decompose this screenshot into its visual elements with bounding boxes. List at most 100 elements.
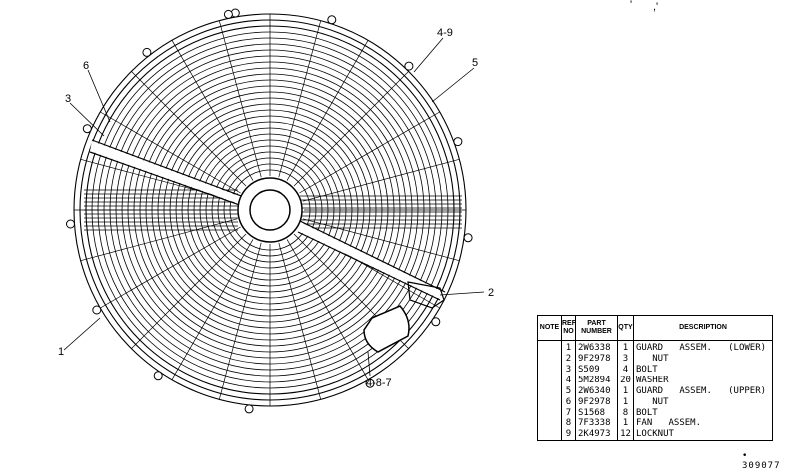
mounting-tab <box>82 124 92 134</box>
guard-spoke <box>299 111 440 194</box>
bracket-bolt-cluster <box>407 281 445 309</box>
cell-description: BOLT <box>633 364 773 376</box>
guard-spoke <box>286 239 369 380</box>
callout-4-8-7: 4-8-7 <box>366 377 392 389</box>
cell-part-number: 2W6338 <box>575 343 618 355</box>
mounting-tab <box>142 47 152 57</box>
cell-part-number: 9F2978 <box>575 396 618 408</box>
cell-note <box>537 429 562 441</box>
cell-note <box>537 354 562 365</box>
mounting-tab <box>431 317 441 327</box>
header-part-number: PART NUMBER <box>575 315 618 341</box>
cell-qty: 4 <box>617 364 634 376</box>
cell-ref-no: 2 <box>561 354 576 365</box>
cell-qty: 1 <box>617 418 634 430</box>
mounting-tabs <box>66 8 473 414</box>
hub-opening <box>249 189 291 231</box>
cell-description: GUARD ASSEM. (UPPER) <box>633 386 773 397</box>
cell-qty: 1 <box>617 386 634 397</box>
drawing-number: • 309077 <box>742 451 781 471</box>
cell-ref-no: 3 <box>561 364 576 376</box>
cell-ref-no: 5 <box>561 386 576 397</box>
guard-spokes <box>74 14 466 406</box>
cell-description: FAN ASSEM. <box>633 418 773 430</box>
mounting-tab <box>153 371 163 381</box>
guard-split-bar-fill <box>90 141 445 299</box>
mounting-tab <box>327 15 337 25</box>
guard-spoke <box>278 242 322 400</box>
cell-ref-no: 9 <box>561 429 576 441</box>
mounting-tab <box>404 61 414 71</box>
leader-lines <box>63 37 485 377</box>
guard-spoke <box>131 71 247 187</box>
cell-ref-no: 4 <box>561 375 576 387</box>
cell-qty: 3 <box>617 354 634 365</box>
cell-qty: 1 <box>617 396 634 408</box>
cell-part-number: 9F2978 <box>575 354 618 365</box>
cell-qty: 12 <box>617 429 634 441</box>
table-spacer-row <box>537 340 773 344</box>
guard-spoke <box>171 239 254 380</box>
cell-ref-no: 7 <box>561 407 576 419</box>
guard-spoke <box>293 71 409 187</box>
cell-description: GUARD ASSEM. (LOWER) <box>633 343 773 355</box>
guard-spoke <box>100 226 241 309</box>
lower-guard-grille <box>84 189 462 231</box>
top-mark-left: ' <box>630 0 633 11</box>
cell-ref-no: 8 <box>561 418 576 430</box>
mounting-tab <box>453 137 463 147</box>
header-note: NOTE <box>537 315 562 341</box>
cell-description: LOCKNUT <box>633 429 773 441</box>
callout-4-9: 4-9 <box>437 27 453 39</box>
parts-list-table: NOTE REF NO PART NUMBER QTY DESCRIPTION … <box>537 315 773 441</box>
callout-1: 1 <box>58 346 64 358</box>
cell-part-number: 2W6340 <box>575 386 618 397</box>
guard-spoke <box>218 20 262 178</box>
guard-spoke <box>302 158 460 202</box>
cell-part-number: S509 <box>575 364 618 376</box>
cell-part-number: 2K4973 <box>575 429 618 441</box>
cell-note <box>537 418 562 430</box>
mounting-tab <box>66 219 75 229</box>
guard-spoke <box>278 20 322 178</box>
cell-description: NUT <box>633 396 773 408</box>
mounting-tab <box>244 404 254 414</box>
mounting-tab <box>463 233 473 243</box>
header-description: DESCRIPTION <box>633 315 773 341</box>
callout-6: 6 <box>83 60 89 72</box>
top-mark-right: ,' <box>653 1 659 13</box>
cell-description: NUT <box>633 354 773 365</box>
cell-qty: 1 <box>617 343 634 355</box>
callout-5: 5 <box>472 57 478 69</box>
cell-note <box>537 343 562 355</box>
cell-part-number: S1568 <box>575 407 618 419</box>
guard-spoke <box>100 111 241 194</box>
mounting-bracket <box>363 305 410 353</box>
mounting-tab <box>223 9 233 19</box>
cell-note <box>537 375 562 387</box>
callout-2: 2 <box>488 287 494 299</box>
header-qty: QTY <box>617 315 634 341</box>
guard-spoke <box>286 40 369 181</box>
cell-qty: 20 <box>617 375 634 387</box>
callout-3: 3 <box>65 93 71 105</box>
mounting-tab <box>365 378 375 388</box>
cell-note <box>537 407 562 419</box>
guard-split-bar <box>89 139 446 301</box>
cell-description: WASHER <box>633 375 773 387</box>
guard-spoke <box>171 40 254 181</box>
cell-qty: 8 <box>617 407 634 419</box>
header-ref-no: REF NO <box>561 315 576 341</box>
guard-spoke <box>131 233 247 349</box>
